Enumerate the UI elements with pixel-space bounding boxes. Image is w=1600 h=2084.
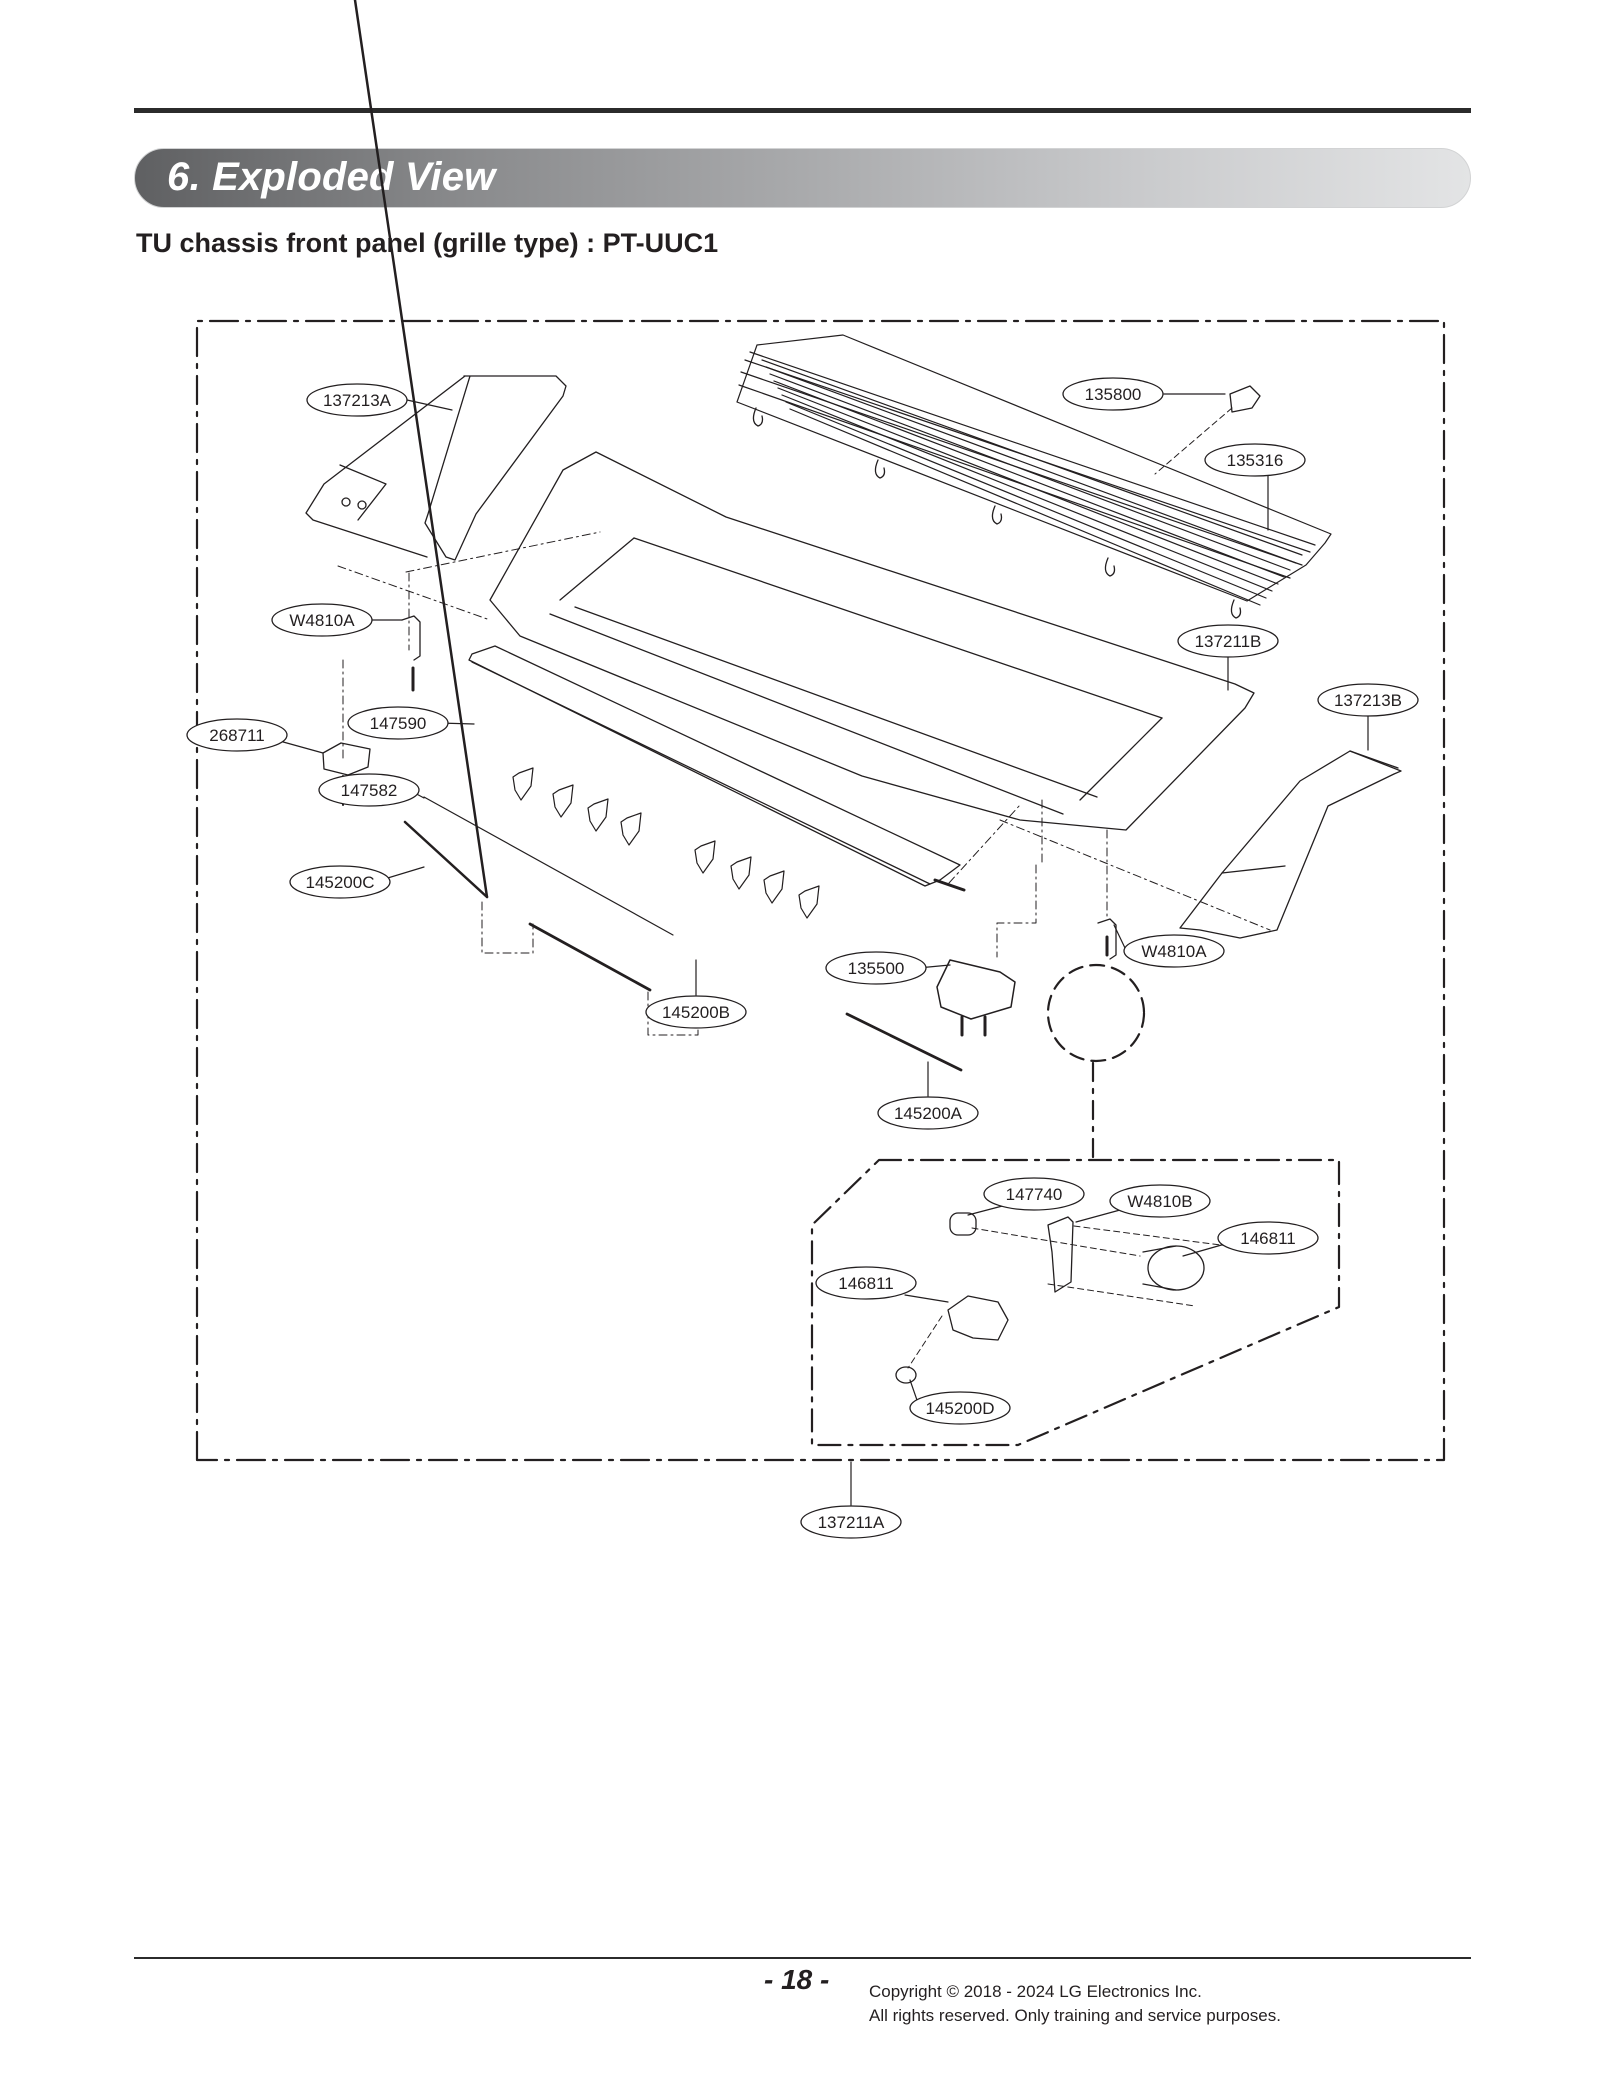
callout-oval (815, 1266, 917, 1300)
part-number: 137213B (1334, 691, 1402, 710)
part-callout: 147590 (347, 706, 449, 740)
callout-oval (877, 1096, 979, 1130)
detail-circle (1046, 963, 1146, 1063)
copyright-line-2: All rights reserved. Only training and s… (869, 2006, 1281, 2025)
part-callout: 137211B (1177, 624, 1279, 658)
callout-oval (306, 383, 408, 417)
part-callout: 137211A (800, 1505, 902, 1539)
callout-oval (1109, 1184, 1211, 1218)
part-number: 145200A (894, 1104, 963, 1123)
part-number: W4810A (289, 611, 355, 630)
part-number: 146811 (1240, 1229, 1295, 1248)
top-rule (134, 108, 1471, 113)
callout-oval (983, 1177, 1085, 1211)
copyright-notice: Copyright © 2018 - 2024 LG Electronics I… (869, 1980, 1281, 2028)
callout-oval (186, 718, 288, 752)
housing-part (936, 959, 1016, 1020)
end-cap-left (305, 375, 567, 561)
part-callout: 147740 (983, 1177, 1085, 1211)
footer-rule (134, 1957, 1471, 1959)
link-rods (353, 0, 963, 1072)
part-number: W4810B (1127, 1192, 1192, 1211)
motor-subassembly-boundary (810, 1158, 1341, 1447)
part-number: 145200B (662, 1003, 730, 1022)
part-callout: W4810B (1109, 1184, 1211, 1218)
part-number: 135800 (1085, 385, 1142, 404)
callout-oval (1177, 624, 1279, 658)
part-number: 147590 (370, 714, 427, 733)
part-callout: 146811 (815, 1266, 917, 1300)
part-callout: W4810A (1123, 934, 1225, 968)
part-number: W4810A (1141, 942, 1207, 961)
diagram-subtitle: TU chassis front panel (grille type) : P… (136, 228, 719, 258)
part-callout: 147582 (318, 773, 420, 807)
callout-oval (318, 773, 420, 807)
part-number: 146811 (838, 1274, 893, 1293)
part-number: 145200D (925, 1399, 994, 1418)
long-panel (468, 645, 966, 892)
section-header-bar: 6. Exploded View (134, 148, 1471, 208)
clip-part (1229, 385, 1261, 413)
chassis-frame (489, 451, 1255, 831)
part-callout: 146811 (1217, 1221, 1319, 1255)
callout-oval (1317, 683, 1419, 717)
callout-oval (1204, 443, 1306, 477)
motor-parts (895, 1212, 1205, 1384)
end-cap-right (1179, 750, 1402, 939)
part-callout: 145200D (909, 1391, 1011, 1425)
part-callout: 137213B (1317, 683, 1419, 717)
callout-oval (1123, 934, 1225, 968)
part-number: 137211B (1195, 632, 1262, 651)
part-callout: 268711 (186, 718, 288, 752)
part-callout: W4810A (271, 603, 373, 637)
part-callout: 137213A (306, 383, 408, 417)
callout-oval (800, 1505, 902, 1539)
assembly-boundary (195, 319, 1446, 1462)
callout-oval (271, 603, 373, 637)
bracket-right (1097, 918, 1117, 960)
leader-lines (275, 393, 1369, 1506)
part-callout: 145200A (877, 1096, 979, 1130)
section-title: 6. Exploded View (167, 155, 496, 199)
part-number: 147740 (1006, 1185, 1063, 1204)
part-number: 135500 (848, 959, 905, 978)
part-callout: 145200C (289, 865, 391, 899)
callout-oval (909, 1391, 1011, 1425)
callout-oval (1062, 377, 1164, 411)
part-callout: 135800 (1062, 377, 1164, 411)
part-callout: 135500 (825, 951, 927, 985)
block-part (322, 742, 371, 776)
callout-oval (289, 865, 391, 899)
part-callout: 135316 (1204, 443, 1306, 477)
vane-parts (423, 767, 820, 936)
part-number: 137213A (323, 391, 392, 410)
part-number: 137211A (818, 1513, 885, 1532)
page-number: - 18 - (764, 1964, 830, 1995)
callout-oval (1217, 1221, 1319, 1255)
part-number: 268711 (209, 726, 264, 745)
bracket-left (401, 615, 421, 661)
callout-oval (347, 706, 449, 740)
grille-part (736, 334, 1332, 606)
part-number: 147582 (341, 781, 398, 800)
part-number: 135316 (1227, 451, 1284, 470)
part-callout: 145200B (645, 995, 747, 1029)
part-number: 145200C (305, 873, 374, 892)
callout-oval (825, 951, 927, 985)
callout-oval (645, 995, 747, 1029)
copyright-line-1: Copyright © 2018 - 2024 LG Electronics I… (869, 1982, 1202, 2001)
